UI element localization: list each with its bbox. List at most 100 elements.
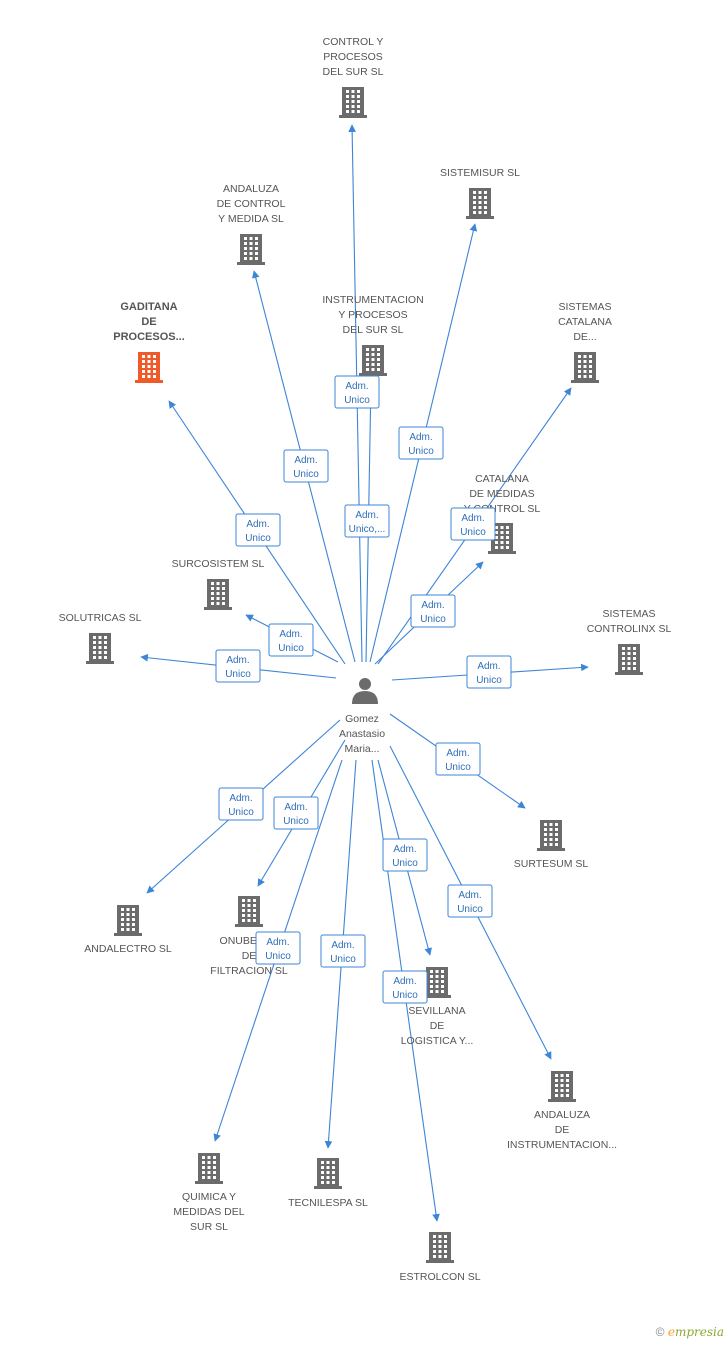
company-node-c18[interactable]: ESTROLCON SL	[399, 1232, 481, 1283]
building-window	[430, 975, 433, 978]
relation-badge-c9[interactable]: Adm.Unico	[215, 649, 261, 683]
relation-badge-c11[interactable]: Adm.Unico	[435, 742, 481, 776]
relation-badge-c18[interactable]: Adm.Unico	[382, 970, 428, 1004]
company-label: ESTROLCON SL	[399, 1271, 480, 1283]
company-node-c17[interactable]: TECNILESPA SL	[288, 1158, 368, 1209]
building-window	[132, 913, 135, 916]
building-window	[633, 662, 636, 665]
building-window	[500, 546, 504, 549]
relation-badge-c16[interactable]: Adm.Unico	[255, 931, 301, 965]
footer-brand: © empresia	[656, 1325, 724, 1339]
building-window	[332, 1176, 335, 1179]
building-icon[interactable]	[571, 352, 599, 383]
building-icon[interactable]	[237, 234, 265, 265]
building-window	[211, 582, 214, 585]
company-label-line: FILTRACION SL	[210, 965, 288, 977]
building-icon[interactable]	[615, 644, 643, 675]
building-icon[interactable]	[204, 579, 232, 610]
building-window	[255, 237, 258, 240]
building-icon[interactable]	[195, 1153, 223, 1184]
building-icon[interactable]	[359, 345, 387, 376]
company-label-line: LOGISTICA Y...	[401, 1035, 474, 1047]
building-window	[126, 913, 130, 916]
building-window	[216, 587, 220, 590]
building-icon[interactable]	[423, 967, 451, 998]
building-icon[interactable]	[235, 896, 263, 927]
building-icon[interactable]	[426, 1232, 454, 1263]
building-window	[93, 636, 96, 639]
building-icon[interactable]	[488, 523, 516, 554]
building-window	[98, 656, 102, 659]
building-window	[622, 667, 625, 670]
building-window	[142, 375, 145, 378]
relation-badge-text: Unico	[283, 816, 309, 827]
brand-logo[interactable]: empresia	[667, 1325, 724, 1339]
relation-badge-c1[interactable]: Adm.Unico	[334, 375, 380, 409]
building-window	[247, 899, 251, 902]
relation-badge-c10[interactable]: Adm.Unico	[466, 655, 512, 689]
relation-badge-c2[interactable]: Adm.Unico	[398, 426, 444, 460]
building-window	[566, 1084, 569, 1087]
building-window	[633, 647, 636, 650]
company-node-c8[interactable]: SURCOSISTEM SL	[172, 558, 265, 610]
company-label-line: CONTROLINX SL	[587, 623, 672, 635]
building-window	[555, 1094, 558, 1097]
company-label-line: DE...	[573, 331, 596, 343]
company-node-c9[interactable]: SOLUTRICAS SL	[59, 612, 142, 664]
building-window	[583, 355, 587, 358]
relation-badge-c12[interactable]: Adm.Unico	[218, 787, 264, 821]
relation-badge-c3[interactable]: Adm.Unico	[283, 449, 329, 483]
building-window	[216, 597, 220, 600]
building-window	[351, 90, 355, 93]
building-window	[357, 95, 360, 98]
building-window	[121, 918, 124, 921]
building-icon[interactable]	[314, 1158, 342, 1189]
company-node-c2[interactable]: SISTEMISUR SL	[440, 167, 520, 219]
relation-badge-c6[interactable]: Adm.Unico	[450, 507, 496, 541]
relation-badge-c17[interactable]: Adm.Unico	[320, 934, 366, 968]
building-icon[interactable]	[466, 188, 494, 219]
building-icon[interactable]	[86, 633, 114, 664]
relation-badge-c7[interactable]: Adm.Unico	[410, 594, 456, 628]
building-window	[438, 1245, 442, 1248]
building-window	[583, 365, 587, 368]
building-icon[interactable]	[135, 352, 163, 383]
building-window	[332, 1161, 335, 1164]
building-window	[242, 909, 245, 912]
company-node-c12[interactable]: ANDALECTRO SL	[84, 905, 172, 955]
building-icon[interactable]	[537, 820, 565, 851]
building-window	[147, 370, 151, 373]
building-icon[interactable]	[114, 905, 142, 936]
relation-badge-c5[interactable]: Adm.Unico,...	[344, 504, 390, 538]
company-node-c11[interactable]: SURTESUM SL	[514, 820, 589, 870]
building-window	[126, 908, 130, 911]
building-window	[622, 652, 625, 655]
relation-badge-c4[interactable]: Adm.Unico	[235, 513, 281, 547]
relation-badge-c8[interactable]: Adm.Unico	[268, 623, 314, 657]
building-window	[441, 985, 444, 988]
relation-badge-box	[235, 513, 281, 547]
building-icon[interactable]	[339, 87, 367, 118]
relation-badge-text: Unico	[265, 951, 291, 962]
building-window	[211, 592, 214, 595]
relation-badge-box	[382, 970, 428, 1004]
relation-badge-c14[interactable]: Adm.Unico	[382, 838, 428, 872]
building-icon[interactable]	[548, 1071, 576, 1102]
building-window	[589, 360, 592, 363]
relation-badge-c13[interactable]: Adm.Unico	[273, 796, 319, 830]
building-window	[583, 375, 587, 378]
building-window	[560, 1074, 564, 1077]
relation-badge-c15[interactable]: Adm.Unico	[447, 884, 493, 918]
